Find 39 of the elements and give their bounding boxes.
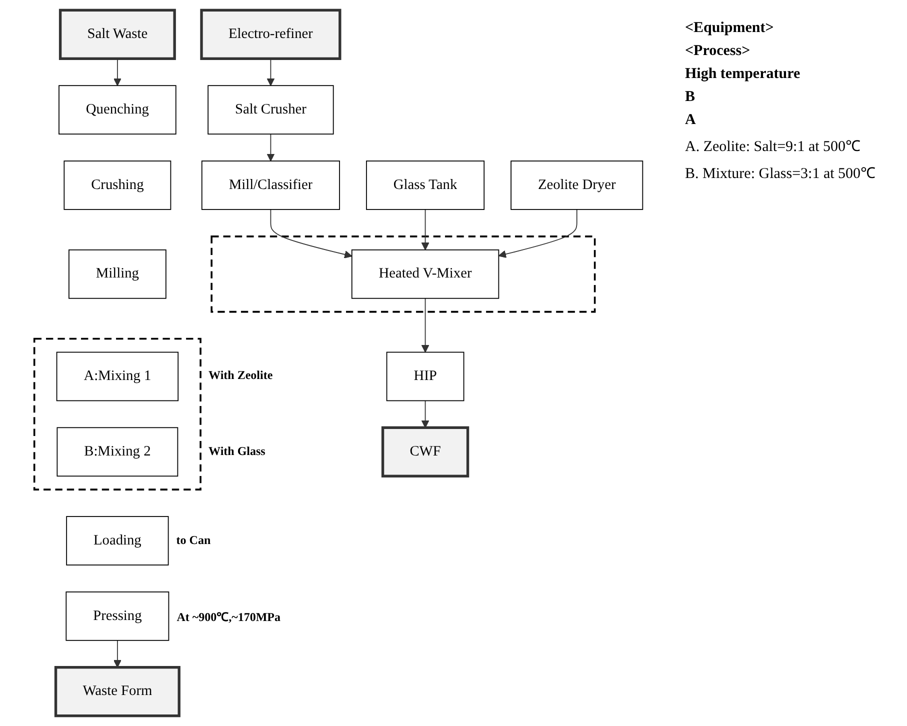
arrow: [270, 209, 352, 258]
side-note: to Can: [176, 532, 211, 548]
node-box: Salt Crusher: [208, 85, 334, 135]
node-box: Quenching: [58, 85, 176, 135]
arrow: [421, 400, 430, 428]
column-heading: <Process>: [685, 43, 752, 60]
node-box: Waste Form: [54, 666, 180, 718]
side-note: With Glass: [208, 444, 266, 459]
arrow: [421, 298, 430, 353]
cluster: [210, 236, 596, 313]
node-box: B:Mixing 2: [56, 427, 178, 477]
node-box: Pressing: [66, 591, 170, 641]
node-box: Loading: [66, 516, 169, 566]
node-box: Heated V-Mixer: [351, 249, 500, 299]
node-box: Mill/Classifier: [201, 160, 340, 210]
node-box: Milling: [68, 249, 166, 299]
arrow: [113, 640, 122, 668]
node-box: Zeolite Dryer: [510, 160, 644, 210]
note: High temperature: [685, 66, 802, 83]
arrow: [266, 134, 275, 162]
node-box: Crushing: [64, 160, 172, 210]
corner-letter: B: [685, 89, 696, 106]
arrow: [266, 58, 275, 86]
arrow: [498, 209, 578, 258]
node-box: A:Mixing 1: [56, 352, 179, 402]
arrow: [113, 58, 122, 86]
side-note: With Zeolite: [208, 368, 273, 384]
side-note: At ~900℃,~170MPa: [176, 609, 281, 626]
node-box: CWF: [381, 426, 470, 478]
node-box: Electro-refiner: [200, 8, 342, 60]
column-heading: <Equipment>: [685, 20, 775, 37]
corner-letter: A: [685, 112, 697, 129]
node-box: Salt Waste: [58, 8, 176, 60]
node-box: HIP: [386, 352, 464, 402]
cluster: [33, 338, 202, 490]
node-box: Glass Tank: [366, 160, 485, 210]
arrow: [421, 209, 430, 250]
note: B. Mixture: Glass=3:1 at 500℃: [685, 165, 877, 183]
note: A. Zeolite: Salt=9:1 at 500℃: [685, 138, 862, 156]
